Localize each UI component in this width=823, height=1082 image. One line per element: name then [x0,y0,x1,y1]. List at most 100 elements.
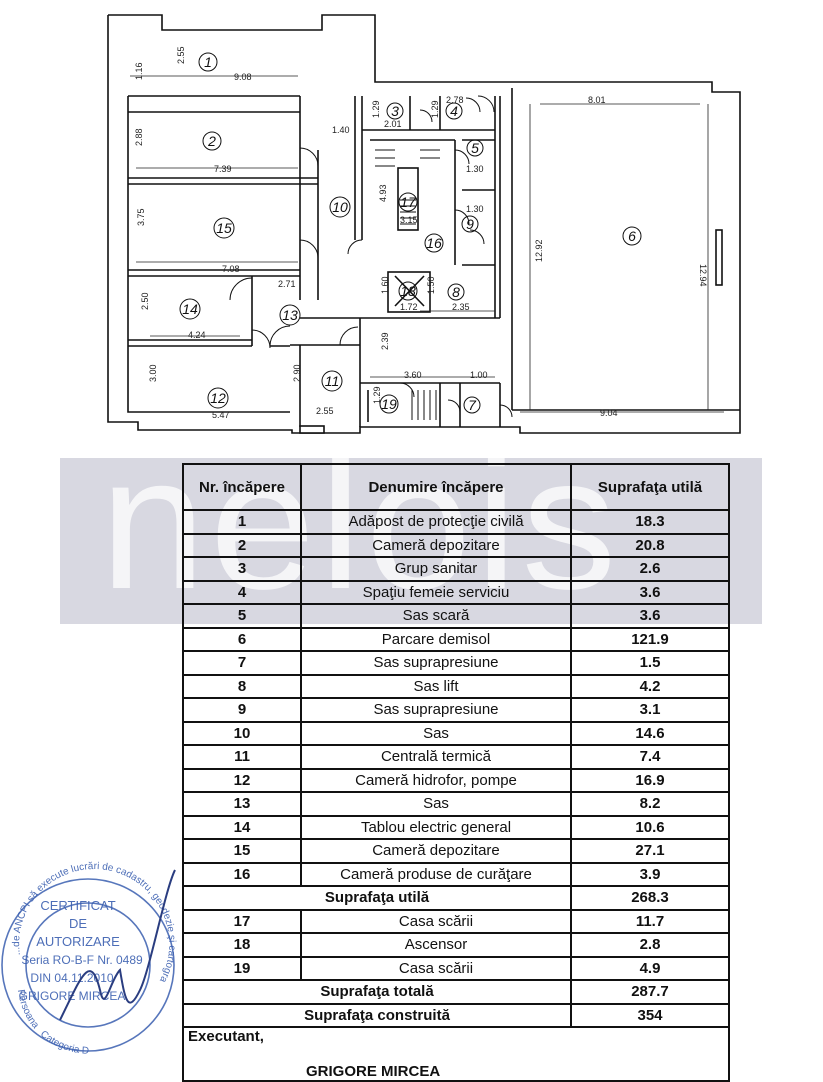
dim-label: 5.47 [212,410,230,420]
subtotal-row: Suprafaţa utilă 268.3 [182,885,730,911]
stamp-category: Categoria D [38,1029,89,1057]
room-area-cell: 4.2 [570,673,730,699]
dim-label: 1.30 [466,164,484,174]
dim-label: 7.39 [214,164,232,174]
room-name-cell: Adăpost de protecţie civilă [300,509,572,535]
dim-label: 1.29 [372,386,382,404]
room-number-19: 19 [381,396,397,412]
room-nr-cell: 2 [182,532,302,558]
room-number-13: 13 [282,307,298,323]
total-value: 287.7 [570,979,730,1005]
built-area-value: 354 [570,1002,730,1028]
room-name-cell: Sas lift [300,673,572,699]
dim-label: 12.94 [698,264,708,287]
room-area-cell: 3.6 [570,603,730,629]
dim-label: 1.16 [134,62,144,80]
room-area-cell: 4.9 [570,955,730,981]
room-name-cell: Spaţiu femeie serviciu [300,579,572,605]
table-header-row: Nr. încăpere Denumire încăpere Suprafaţa… [182,463,730,511]
dimension-labels: 2.55 1.16 9.08 2.88 7.39 3.75 7.08 2.50 … [134,46,708,420]
subtotal-value: 268.3 [570,885,730,911]
room-area-cell: 27.1 [570,838,730,864]
stamp-line2: DE [69,916,87,931]
room-area-cell: 10.6 [570,814,730,840]
dim-label: 2.50 [140,292,150,310]
room-number-4: 4 [450,103,458,119]
dim-label: 1.60 [380,276,390,294]
header-room-nr: Nr. încăpere [182,463,302,511]
room-nr-cell: 1 [182,509,302,535]
room-markers [179,52,642,414]
room-nr-cell: 8 [182,673,302,699]
floor-plan: 2.55 1.16 9.08 2.88 7.39 3.75 7.08 2.50 … [107,14,741,434]
room-nr-cell: 19 [182,955,302,981]
room-area-cell: 8.2 [570,791,730,817]
executant-label: Executant, [188,1028,264,1045]
subtotal-label: Suprafaţa utilă [182,885,572,911]
room-nr-cell: 16 [182,861,302,887]
dim-label: 2.55 [176,46,186,64]
room-area-cell: 1.5 [570,650,730,676]
room-name-cell: Sas [300,791,572,817]
total-label: Suprafaţa totală [182,979,572,1005]
room-area-cell: 16.9 [570,767,730,793]
dim-label: 3.00 [148,364,158,382]
room-nr-cell: 13 [182,791,302,817]
room-nr-cell: 10 [182,720,302,746]
room-area-cell: 121.9 [570,626,730,652]
room-name-cell: Parcare demisol [300,626,572,652]
room-name-cell: Cameră depozitare [300,532,572,558]
room-nr-cell: 3 [182,556,302,582]
room-number-12: 12 [210,390,226,406]
dim-label: 3.15 [400,215,418,225]
room-nr-cell: 9 [182,697,302,723]
dim-label: 1.29 [371,100,381,118]
dim-label: 3.60 [404,370,422,380]
room-number-1: 1 [204,54,212,70]
room-number-3: 3 [391,103,399,119]
room-name-cell: Cameră depozitare [300,838,572,864]
room-area-cell: 7.4 [570,744,730,770]
room-number-17: 17 [400,194,417,210]
room-name-cell: Casa scării [300,955,572,981]
room-nr-cell: 14 [182,814,302,840]
room-name-cell: Casa scării [300,908,572,934]
dim-label: 2.39 [380,332,390,350]
room-name-cell: Tablou electric general [300,814,572,840]
room-name-cell: Centrală termică [300,744,572,770]
room-area-table: Nr. încăpere Denumire încăpere Suprafaţa… [182,463,730,1082]
room-number-8: 8 [452,284,460,300]
built-area-row: Suprafaţa construită 354 [182,1002,730,1028]
executant-row: Executant, GRIGORE MIRCEA [182,1026,730,1082]
room-number-6: 6 [628,228,636,244]
dim-label: 3.75 [136,208,146,226]
room-area-cell: 14.6 [570,720,730,746]
room-area-cell: 11.7 [570,908,730,934]
room-name-cell: Sas suprapresiune [300,650,572,676]
room-number-5: 5 [471,140,479,156]
authorization-stamp: ...de ANCPI să execute lucrări de cadast… [0,830,177,1057]
room-name-cell: Ascensor [300,932,572,958]
room-area-cell: 3.6 [570,579,730,605]
dim-label: 2.78 [446,95,464,105]
stamp-line3: AUTORIZARE [36,934,120,949]
dim-label: 4.24 [188,330,206,340]
room-name-cell: Sas scară [300,603,572,629]
room-nr-cell: 15 [182,838,302,864]
dim-label: 4.93 [378,184,388,202]
room-nr-cell: 5 [182,603,302,629]
dim-label: 1.29 [430,100,440,118]
dim-label: 2.35 [452,302,470,312]
dim-label: 2.90 [292,364,302,382]
